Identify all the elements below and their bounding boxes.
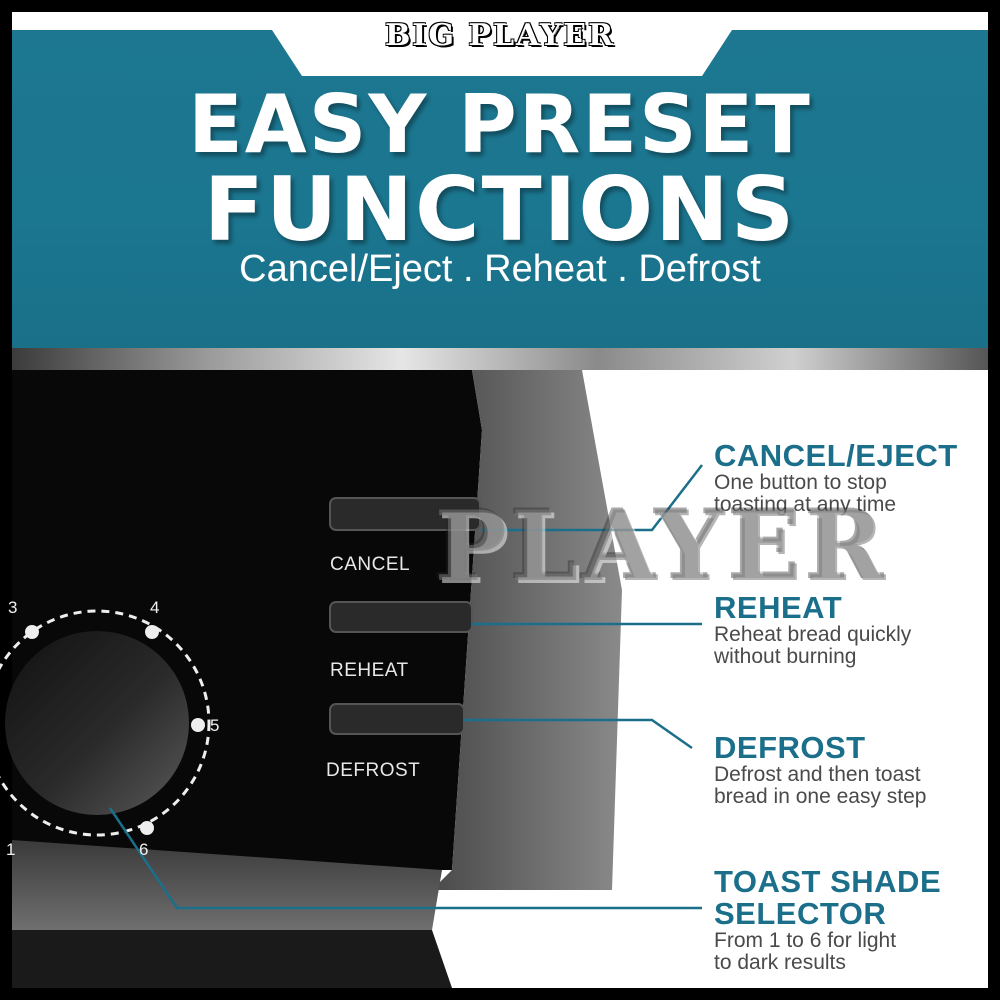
callout-cancel-eject: CANCEL/EJECT One button to stop toasting… xyxy=(714,440,958,516)
callout-defrost: DEFROST Defrost and then toast bread in … xyxy=(714,732,926,808)
callout-toast-shade: TOAST SHADE SELECTOR From 1 to 6 for lig… xyxy=(714,866,941,974)
headline-line-2: FUNCTIONS xyxy=(203,158,797,261)
product-area: CANCEL REHEAT DEFROST 3 4 5 6 1 CANCEL/E… xyxy=(0,370,988,988)
dial-number-6: 6 xyxy=(139,840,149,859)
subtitle: Cancel/Eject . Reheat . Defrost xyxy=(239,248,761,290)
brand-tab xyxy=(12,12,988,76)
defrost-button-label: DEFROST xyxy=(326,760,421,781)
reheat-button-label: REHEAT xyxy=(330,660,409,681)
callout-title-1: TOAST SHADE xyxy=(714,864,942,899)
header-banner: BIG PLAYER EASY PRESET FUNCTIONS Cancel/… xyxy=(12,12,988,350)
callout-title: REHEAT xyxy=(714,590,843,625)
cancel-button-label: CANCEL xyxy=(330,554,411,575)
callout-desc-1: From 1 to 6 for light xyxy=(714,929,897,952)
watermark: PLAYER xyxy=(434,490,890,603)
callout-title-2: SELECTOR xyxy=(714,896,887,931)
callout-desc-2: to dark results xyxy=(714,951,846,974)
ad-frame: BIG PLAYER EASY PRESET FUNCTIONS Cancel/… xyxy=(0,12,988,988)
callout-desc-2: without burning xyxy=(714,645,857,668)
dial-number-3: 3 xyxy=(8,598,18,617)
callout-desc-2: toasting at any time xyxy=(714,493,897,516)
callout-desc-1: Defrost and then toast xyxy=(714,763,921,786)
brand-logo: BIG PLAYER xyxy=(384,18,616,53)
callout-desc-2: bread in one easy step xyxy=(714,785,927,808)
toaster-image xyxy=(0,370,703,988)
dial-number-4: 4 xyxy=(150,598,160,617)
metal-stripe xyxy=(12,348,988,370)
callout-desc-1: Reheat bread quickly xyxy=(714,623,912,646)
dial-number-1: 1 xyxy=(6,840,16,859)
headline-line-1: EASY PRESET xyxy=(188,78,812,171)
dial-number-5: 5 xyxy=(210,716,220,735)
callout-reheat: REHEAT Reheat bread quickly without burn… xyxy=(714,592,911,668)
callout-title: CANCEL/EJECT xyxy=(714,438,958,473)
callout-desc-1: One button to stop xyxy=(714,471,887,494)
callout-title: DEFROST xyxy=(714,730,866,765)
